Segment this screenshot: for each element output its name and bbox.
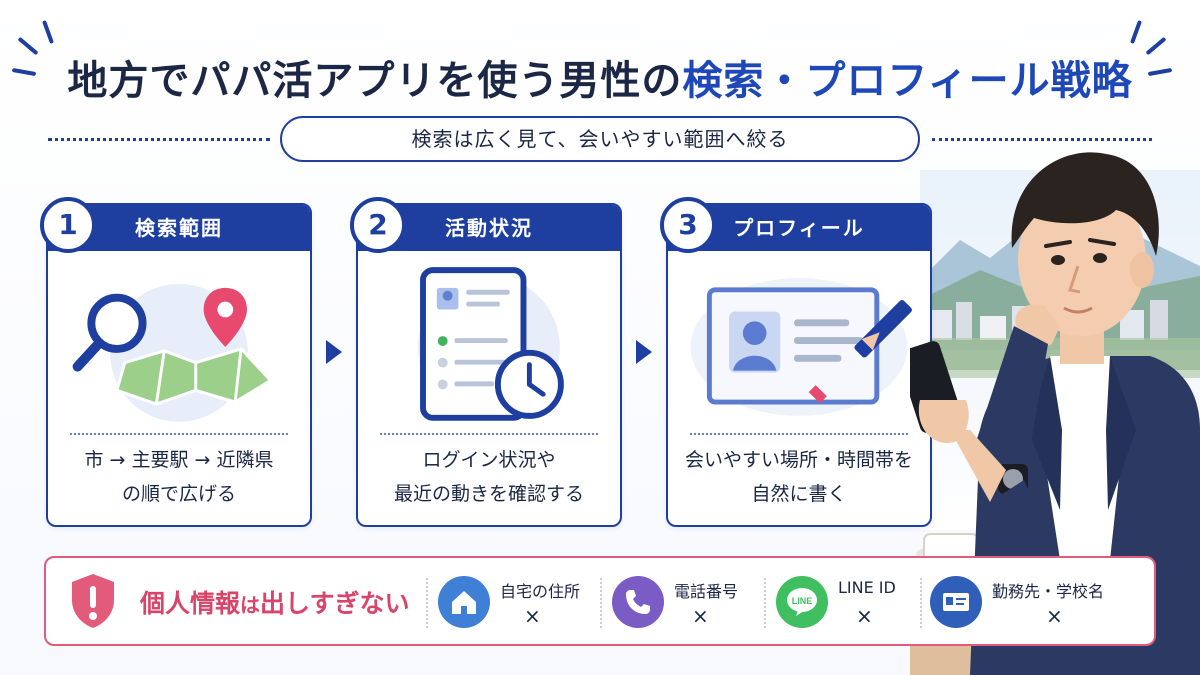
line-icon: LINE [776, 576, 828, 628]
step-divider [690, 433, 908, 435]
arrow-right-icon [326, 340, 342, 364]
arrow-right-icon [636, 340, 652, 364]
divider [920, 578, 922, 628]
step-divider [70, 433, 288, 435]
svg-text:LINE: LINE [792, 596, 813, 606]
step-text-line1: 会いやすい場所・時間帯を [684, 449, 913, 471]
warning-item-label: 自宅の住所 [500, 582, 581, 601]
divider [764, 578, 766, 628]
step-card-profile: プロフィール 3 会いやすい場所・時間帯を 自然に書く [660, 197, 932, 527]
warning-item-workplace-school: 勤務先・学校名 × [930, 570, 1140, 636]
id-card-icon [930, 576, 982, 628]
step-text-line1: 市 → 主要駅 → 近隣県 [84, 449, 274, 471]
step-number: 1 [40, 197, 96, 253]
step-card-activity: 活動状況 2 ログイン状況や 最近の動きを確認する [350, 197, 622, 527]
phone-clock-icon [418, 267, 564, 421]
divider [426, 578, 428, 628]
warning-title: 個人情報は出しすぎない [140, 584, 410, 620]
divider [600, 578, 602, 628]
warning-item-line-id: LINE LINE ID × [776, 570, 926, 636]
step-number: 3 [660, 197, 716, 253]
page-title: 地方でパパ活アプリを使う男性の検索・プロフィール戦略 [0, 48, 1200, 106]
step-card-search-range: 検索範囲 1 市 → 主要駅 → 近隣県 の順で広げる [40, 197, 312, 527]
dotted-line-left [48, 138, 270, 141]
title-accent: 検索・プロフィール戦略 [682, 58, 1133, 104]
warning-title-c: 出しすぎない [260, 589, 410, 618]
shield-alert-icon [72, 574, 114, 628]
warning-item-label: LINE ID [838, 578, 896, 597]
map-search-icon [72, 283, 273, 422]
title-main: 地方でパパ活アプリを使う男性の [67, 58, 683, 104]
dotted-line-right [932, 138, 1152, 141]
step-text-line2: の順で広げる [121, 483, 236, 505]
step-text-line1: ログイン状況や [422, 449, 556, 471]
step-description: 会いやすい場所・時間帯を 自然に書く [678, 443, 920, 511]
subtitle-pill: 検索は広く見て、会いやすい範囲へ絞る [280, 116, 920, 162]
cross-mark: × [524, 604, 541, 628]
step-description: 市 → 主要駅 → 近隣県 の順で広げる [58, 443, 300, 511]
warning-title-a: 個人情報 [140, 589, 241, 618]
step-description: ログイン状況や 最近の動きを確認する [368, 443, 610, 511]
step-text-line2: 自然に書く [751, 483, 847, 505]
subtitle-row: 検索は広く見て、会いやすい範囲へ絞る [40, 116, 1160, 162]
cross-mark: × [692, 604, 709, 628]
step-number: 2 [350, 197, 406, 253]
cross-mark: × [856, 604, 873, 628]
warning-item-home-address: 自宅の住所 × [438, 570, 598, 636]
step-text-line2: 最近の動きを確認する [393, 483, 584, 505]
warning-item-phone-number: 電話番号 × [612, 570, 762, 636]
step-divider [380, 433, 598, 435]
privacy-warning-panel: 個人情報は出しすぎない 自宅の住所 × 電話番号 × LINE LINE ID … [44, 556, 1156, 646]
cross-mark: × [1046, 604, 1063, 628]
profile-card-pencil-icon [690, 277, 912, 416]
warning-item-label: 電話番号 [674, 582, 739, 601]
warning-title-b: は [240, 593, 261, 617]
warning-item-label: 勤務先・学校名 [992, 582, 1105, 601]
home-icon [438, 576, 490, 628]
phone-icon [612, 576, 664, 628]
